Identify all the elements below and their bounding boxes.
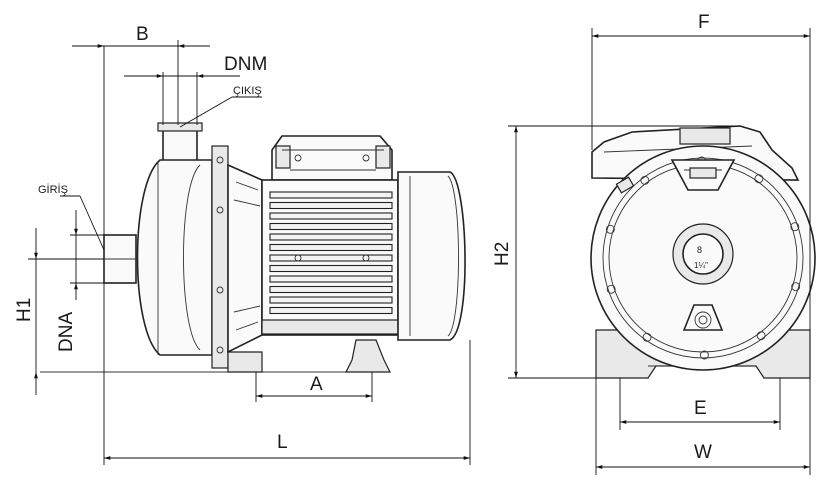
- front-top-bracket: [670, 159, 736, 191]
- dim-DNA: DNA: [56, 210, 104, 352]
- dim-A: A: [255, 372, 373, 402]
- label-F: F: [698, 12, 710, 33]
- label-E: E: [694, 398, 707, 419]
- inlet-pipe: [103, 234, 137, 284]
- svg-text:1¼": 1¼": [694, 261, 708, 270]
- label-giris: GİRİŞ: [38, 183, 68, 196]
- outlet-callout: ÇIKIŞ: [179, 85, 262, 128]
- label-B: B: [136, 24, 149, 45]
- label-L: L: [277, 432, 288, 453]
- pump-casing: [136, 159, 213, 356]
- terminal-box: [271, 135, 393, 181]
- motor-end-cap: [397, 171, 466, 341]
- dim-F: F: [591, 12, 811, 330]
- dim-L: L: [103, 283, 471, 465]
- dim-DNM: DNM: [124, 54, 267, 125]
- label-H2: H2: [492, 242, 513, 266]
- motor-foot: [345, 339, 391, 373]
- dim-H1: H1: [14, 228, 104, 395]
- dim-H2: H2: [492, 125, 740, 379]
- label-DNA: DNA: [56, 312, 77, 352]
- dim-W: W: [595, 378, 811, 475]
- label-cikis: ÇIKIŞ: [233, 85, 262, 97]
- label-A: A: [310, 374, 323, 395]
- dim-B: B: [72, 24, 210, 235]
- front-inlet: 8 1¼": [672, 223, 734, 285]
- flange: [211, 145, 229, 369]
- front-drain: [682, 304, 724, 331]
- label-H1: H1: [14, 298, 35, 322]
- svg-text:8: 8: [697, 245, 702, 255]
- front-view: 8 1¼" F H2: [492, 12, 816, 475]
- motor-body: [261, 179, 399, 336]
- inlet-callout: GİRİŞ: [38, 183, 105, 251]
- label-W: W: [694, 442, 712, 463]
- dim-E: E: [619, 378, 781, 430]
- label-DNM: DNM: [224, 54, 267, 75]
- motor-bracket: [227, 163, 263, 354]
- side-view: B DNM ÇIKIŞ GİRİŞ: [14, 24, 471, 465]
